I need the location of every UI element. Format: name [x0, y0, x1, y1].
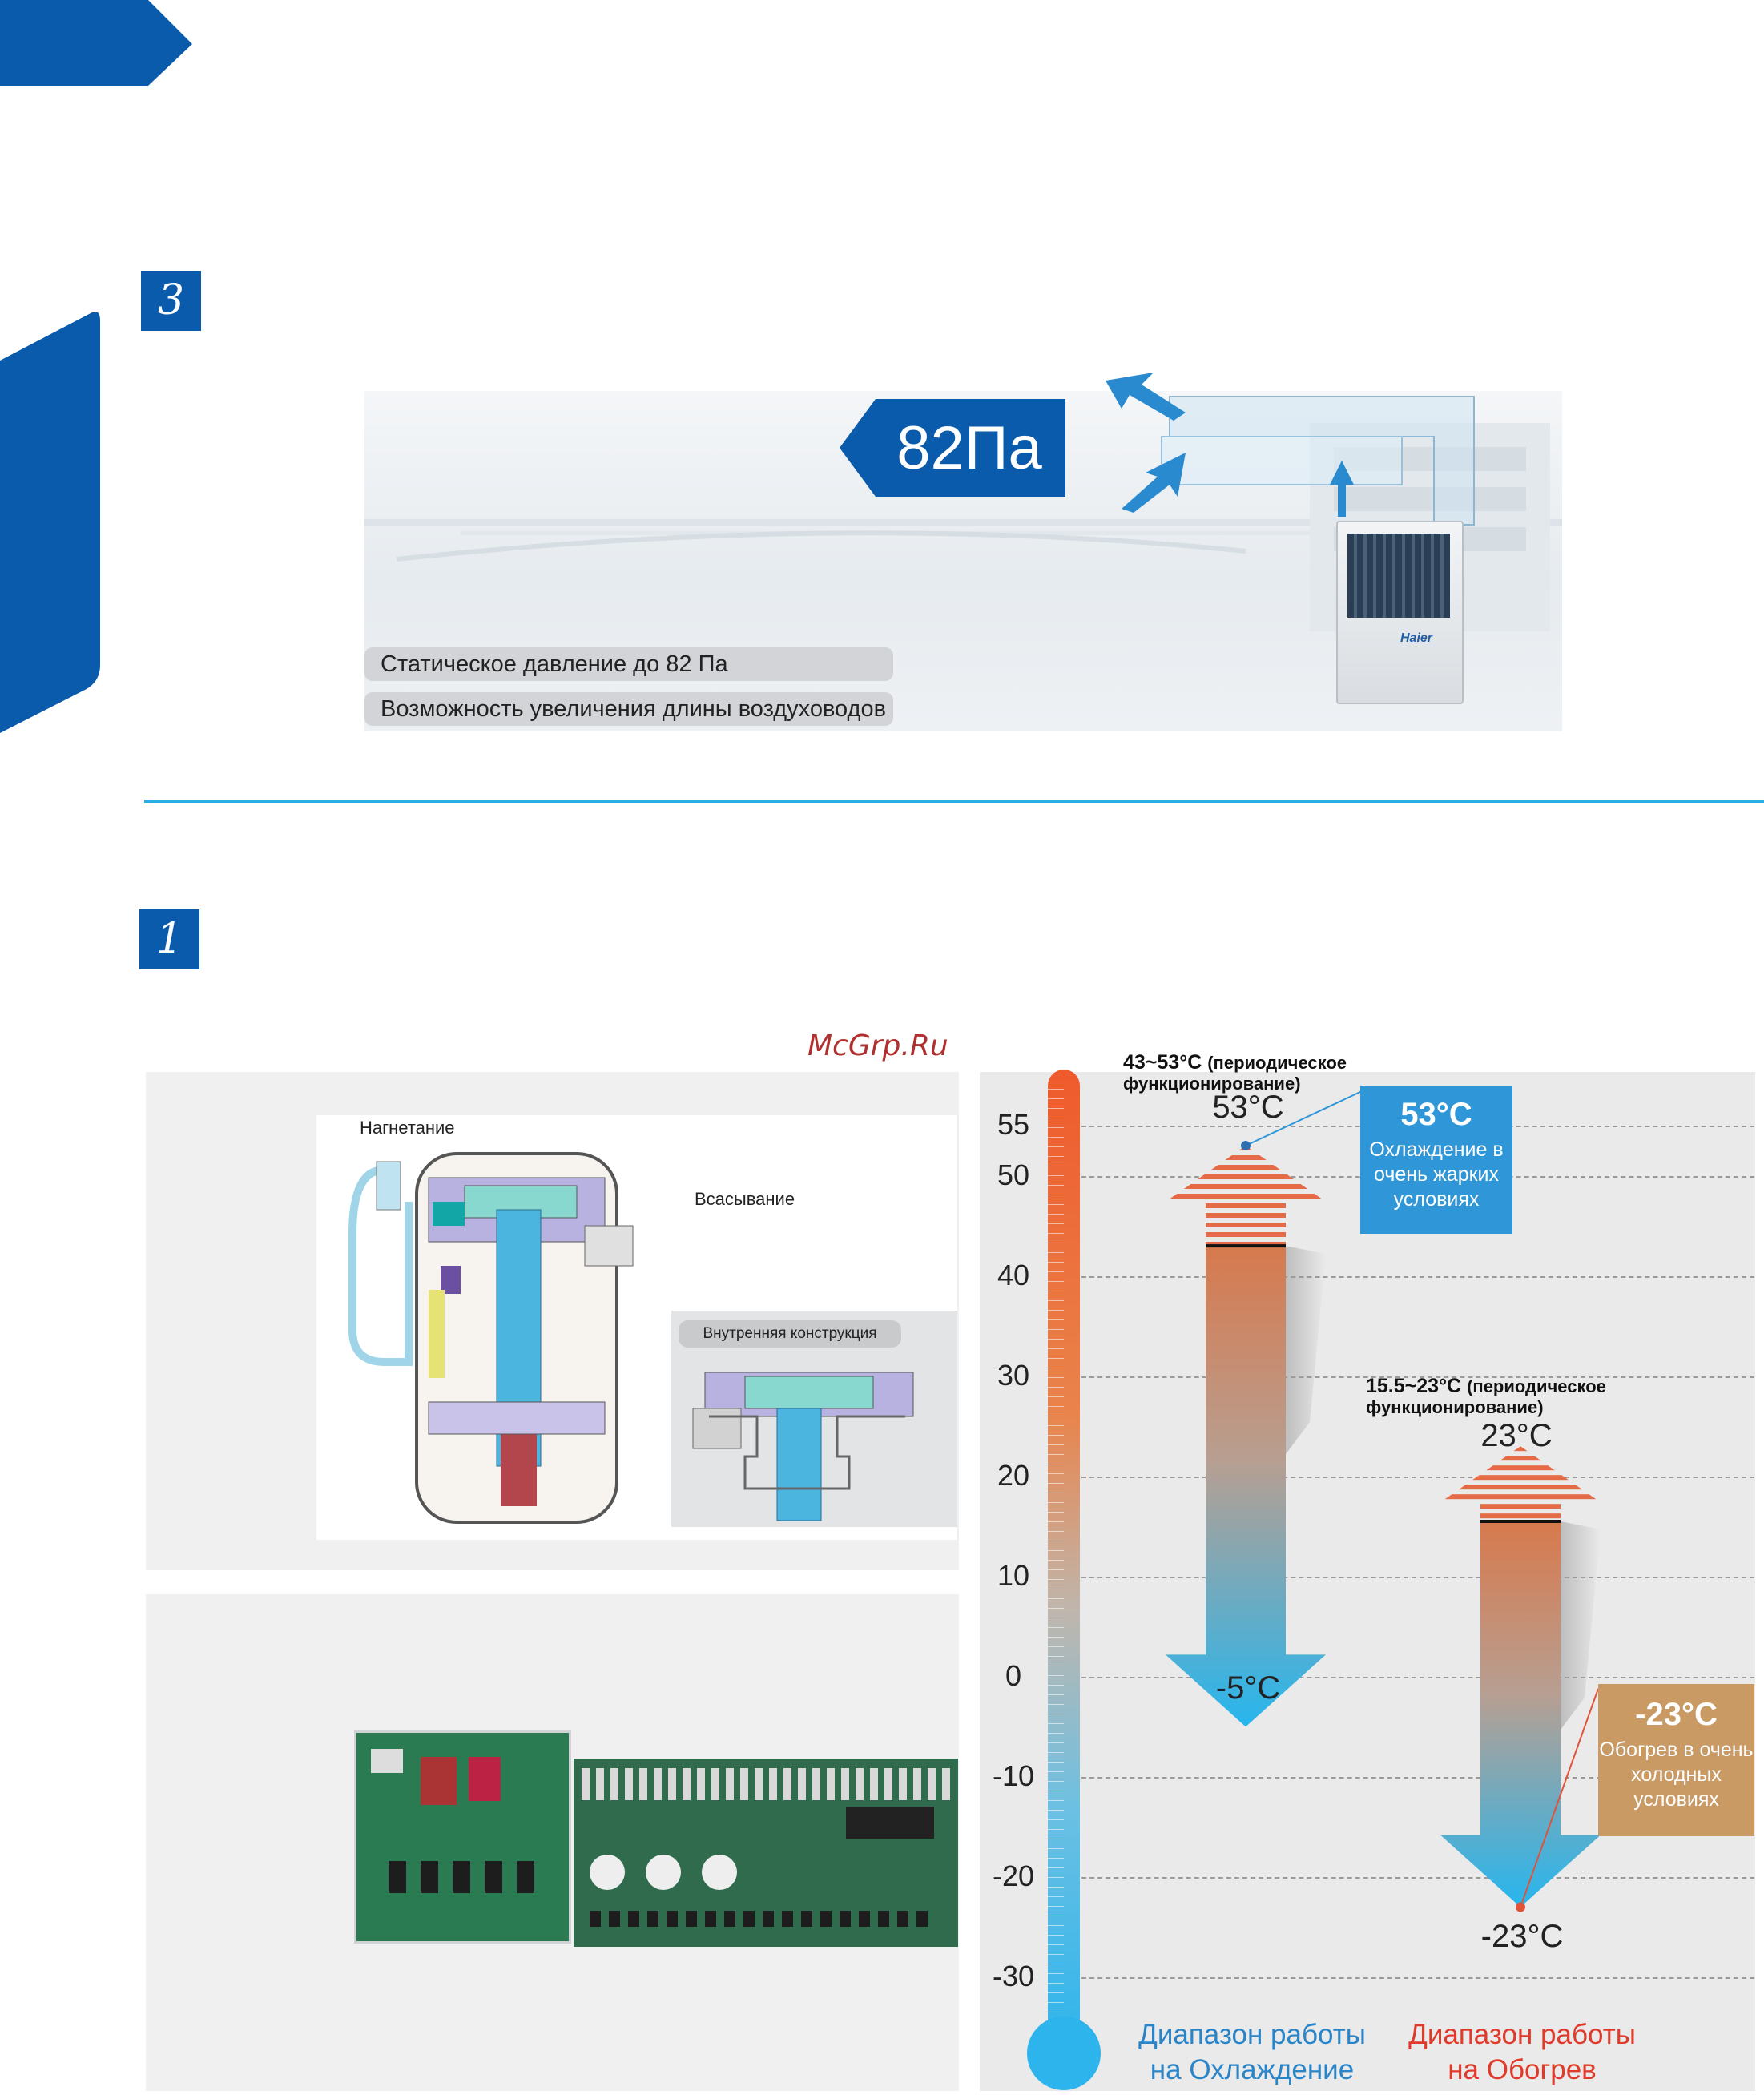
y-tick-label: 10 [997, 1558, 1030, 1592]
heating-callout-connector [1520, 1688, 1599, 1908]
range-shadow [1561, 1521, 1601, 1730]
range-bars [1166, 1090, 1601, 1912]
heating-caption-line2: на Обогрев [1448, 2054, 1597, 2085]
thermometer-icon [1027, 1070, 1101, 2090]
heating-periodic-note: (периодическое функционирование) [1366, 1376, 1606, 1418]
pcb-board-small [354, 1730, 571, 1944]
header-tab [0, 0, 192, 86]
heating-caption: Диапазон работы на Обогрев [1390, 2017, 1654, 2088]
section-divider [144, 800, 1764, 803]
heating-caption-line1: Диапазон работы [1408, 2019, 1636, 2050]
range-bar-cooling [1166, 1246, 1326, 1727]
y-tick-label: -10 [992, 1759, 1035, 1792]
section-number-3: 3 [141, 271, 201, 331]
y-tick-label: 55 [997, 1108, 1030, 1141]
side-band [0, 312, 100, 733]
cooling-caption: Диапазон работы на Охлаждение [1120, 2017, 1384, 2088]
cooling-periodic-note: (периодическое функционирование) [1123, 1053, 1347, 1094]
heating-min-dot [1516, 1902, 1525, 1912]
cooling-max-dot [1241, 1141, 1251, 1151]
heating-periodic-range: 15.5~23°C [1366, 1375, 1462, 1397]
cooling-callout-text: Охлаждение в очень жарких условиях [1369, 1138, 1504, 1211]
heating-periodic-title: 15.5~23°C (периодическое функционировани… [1366, 1376, 1654, 1418]
watermark: McGrp.Ru [807, 1029, 948, 1062]
temperature-chart-panel [980, 1072, 1755, 2091]
gridline [1073, 1776, 1754, 1779]
cooling-caption-line2: на Охлаждение [1150, 2054, 1355, 2085]
cooling-periodic-range: 43~53°C [1123, 1051, 1202, 1074]
pcb-board-main [574, 1759, 958, 1947]
label-suction: Всасывание [695, 1189, 795, 1209]
section-number-1: 1 [139, 909, 199, 969]
heating-callout: -23°C Обогрев в очень холодных условиях [1598, 1684, 1754, 1836]
gridline [1073, 1275, 1754, 1278]
feature-duct-length: Возможность увеличения длины воздуховодо… [364, 692, 893, 726]
inset-title: Внутренняя конструкция [679, 1320, 901, 1348]
periodic-zone-cooling [1166, 1146, 1326, 1247]
air-duct-illustration [1106, 373, 1475, 526]
y-tick-label: -20 [992, 1859, 1035, 1892]
pressure-badge-shape [840, 399, 1065, 497]
pressure-badge-value: 82Па [896, 414, 1042, 482]
cooling-caption-line1: Диапазон работы [1138, 2019, 1366, 2050]
y-tick-label: -30 [992, 1960, 1035, 1992]
gridline [1073, 1676, 1754, 1678]
air-out-arrow-icon [1106, 373, 1186, 421]
heating-callout-value: -23°C [1635, 1697, 1718, 1732]
y-tick-label: 50 [997, 1158, 1030, 1191]
feature-static-pressure: Статическое давление до 82 Па [364, 647, 893, 681]
gridline [1073, 1876, 1754, 1879]
cooling-min-label: -5°C [1215, 1670, 1281, 1706]
range-shadow [1286, 1246, 1326, 1455]
unit-brand-label: Haier [1400, 631, 1433, 645]
heating-callout-text: Обогрев в очень холодных условиях [1599, 1738, 1754, 1811]
air-in-arrow-icon [1122, 453, 1186, 513]
y-tick-label: 0 [1005, 1658, 1022, 1692]
gridline [1073, 1376, 1754, 1378]
heating-min-label: -23°C [1480, 1919, 1564, 1954]
cooling-periodic-title: 43~53°C (периодическое функционирование) [1123, 1052, 1379, 1094]
air-up-arrow-icon [1330, 461, 1354, 517]
cooling-callout: 53°C Охлаждение в очень жарких условиях [1360, 1086, 1512, 1234]
gridline [1073, 1476, 1754, 1478]
y-tick-label: 20 [997, 1458, 1030, 1492]
y-tick-label: 30 [997, 1358, 1030, 1392]
cooling-callout-connector [1245, 1090, 1363, 1146]
gridline [1073, 1576, 1754, 1578]
label-discharge: Нагнетание [360, 1118, 455, 1138]
inset-scroll-diagram [692, 1372, 914, 1521]
outdoor-unit: Haier [1336, 521, 1464, 704]
range-bar-heating [1440, 1521, 1601, 1908]
periodic-zone-heating [1440, 1446, 1601, 1519]
cooling-callout-value: 53°C [1400, 1097, 1472, 1132]
cooling-max-label: 53°C [1212, 1090, 1284, 1125]
y-tick-label: 40 [997, 1258, 1030, 1291]
gridline [1073, 1977, 1754, 1979]
heating-max-label: 23°C [1480, 1418, 1553, 1453]
compressor-cutaway-diagram [348, 1152, 634, 1524]
